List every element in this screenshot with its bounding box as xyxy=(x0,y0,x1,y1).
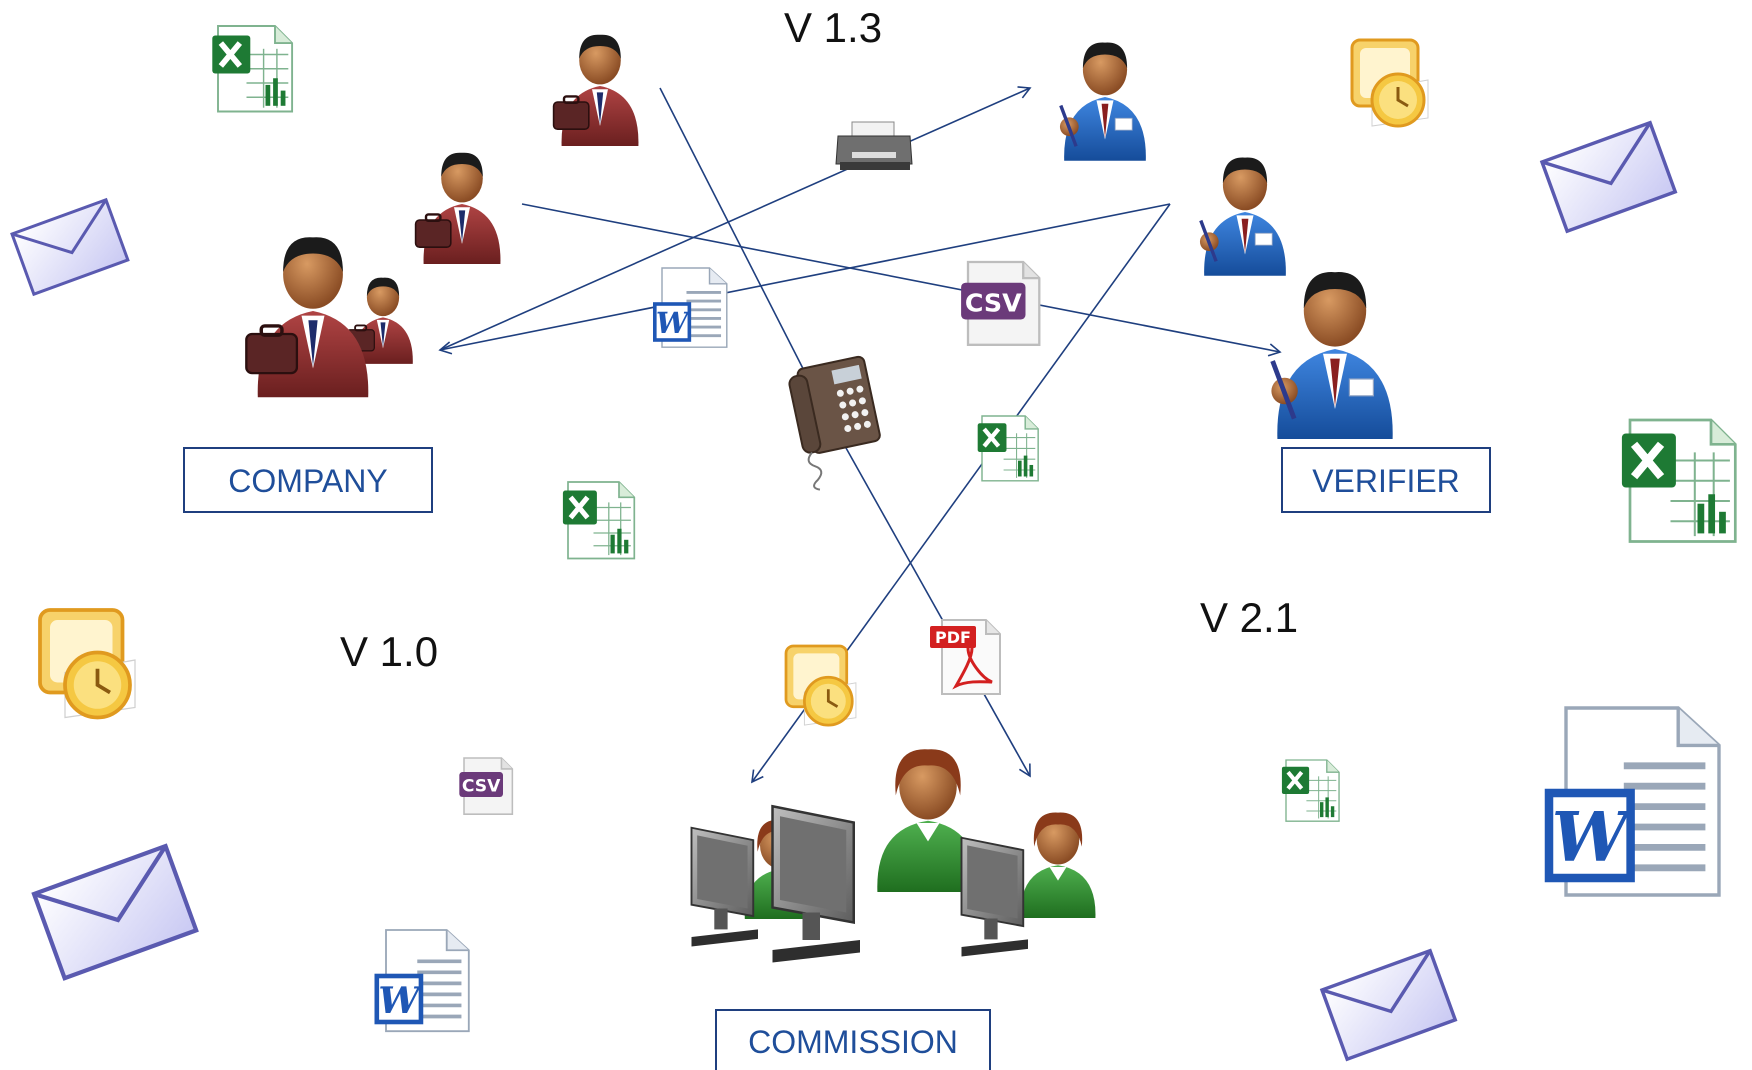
company-person-icon xyxy=(414,151,502,266)
telephone-icon xyxy=(788,355,881,491)
csv-file-icon: CSV xyxy=(959,260,1041,346)
pdf-file-icon: PDF xyxy=(930,619,1001,695)
version-label-v21: V 2.1 xyxy=(1200,594,1298,641)
outlook-icon xyxy=(38,608,137,720)
printer-icon xyxy=(835,121,913,170)
excel-file-icon xyxy=(1282,760,1339,821)
commission-person-icon xyxy=(1020,812,1096,918)
word-file-icon xyxy=(377,930,469,1031)
outlook-icon xyxy=(1350,38,1430,128)
version-label-v13: V 1.3 xyxy=(784,4,882,51)
verifier-label: VERIFIER xyxy=(1312,463,1460,499)
computer-monitor-icon xyxy=(960,836,1029,958)
version-label-v10: V 1.0 xyxy=(340,628,438,675)
verifier-person-icon xyxy=(1058,40,1148,163)
verifier-person-icon xyxy=(1198,155,1288,278)
connector-lines xyxy=(438,86,1282,784)
excel-file-icon xyxy=(1622,420,1735,542)
excel-file-icon xyxy=(563,482,634,559)
company-person-icon xyxy=(552,33,640,148)
envelope-icon xyxy=(1320,948,1457,1061)
connector-arrow xyxy=(817,397,1031,778)
company-person-icon xyxy=(244,235,371,399)
connector-arrow xyxy=(439,86,1032,351)
outlook-icon xyxy=(784,644,858,727)
connector-arrow xyxy=(521,203,1282,357)
commission-label-box: COMMISSION xyxy=(715,1009,991,1070)
company-label-box: COMPANY xyxy=(183,447,433,513)
envelope-icon xyxy=(34,846,196,978)
verifier-label-box: VERIFIER xyxy=(1281,447,1491,513)
computer-monitor-icon xyxy=(690,826,759,948)
envelope-icon xyxy=(1540,120,1677,233)
verifier-person-icon xyxy=(1271,272,1392,439)
word-file-icon xyxy=(652,266,729,349)
csv-badge-label: CSV xyxy=(965,288,1022,317)
excel-file-icon xyxy=(978,416,1038,481)
company-label: COMPANY xyxy=(228,463,387,499)
csv-file-icon: CSV xyxy=(458,757,514,815)
commission-label: COMMISSION xyxy=(748,1024,958,1060)
pdf-badge-label: PDF xyxy=(935,628,971,647)
computer-monitor-icon xyxy=(771,805,862,964)
connector-arrow xyxy=(659,87,819,399)
excel-file-icon xyxy=(212,26,292,112)
envelope-icon xyxy=(10,198,130,296)
csv-badge-label: CSV xyxy=(462,777,501,797)
connector-arrow xyxy=(438,203,1171,355)
word-file-icon xyxy=(1549,708,1719,895)
